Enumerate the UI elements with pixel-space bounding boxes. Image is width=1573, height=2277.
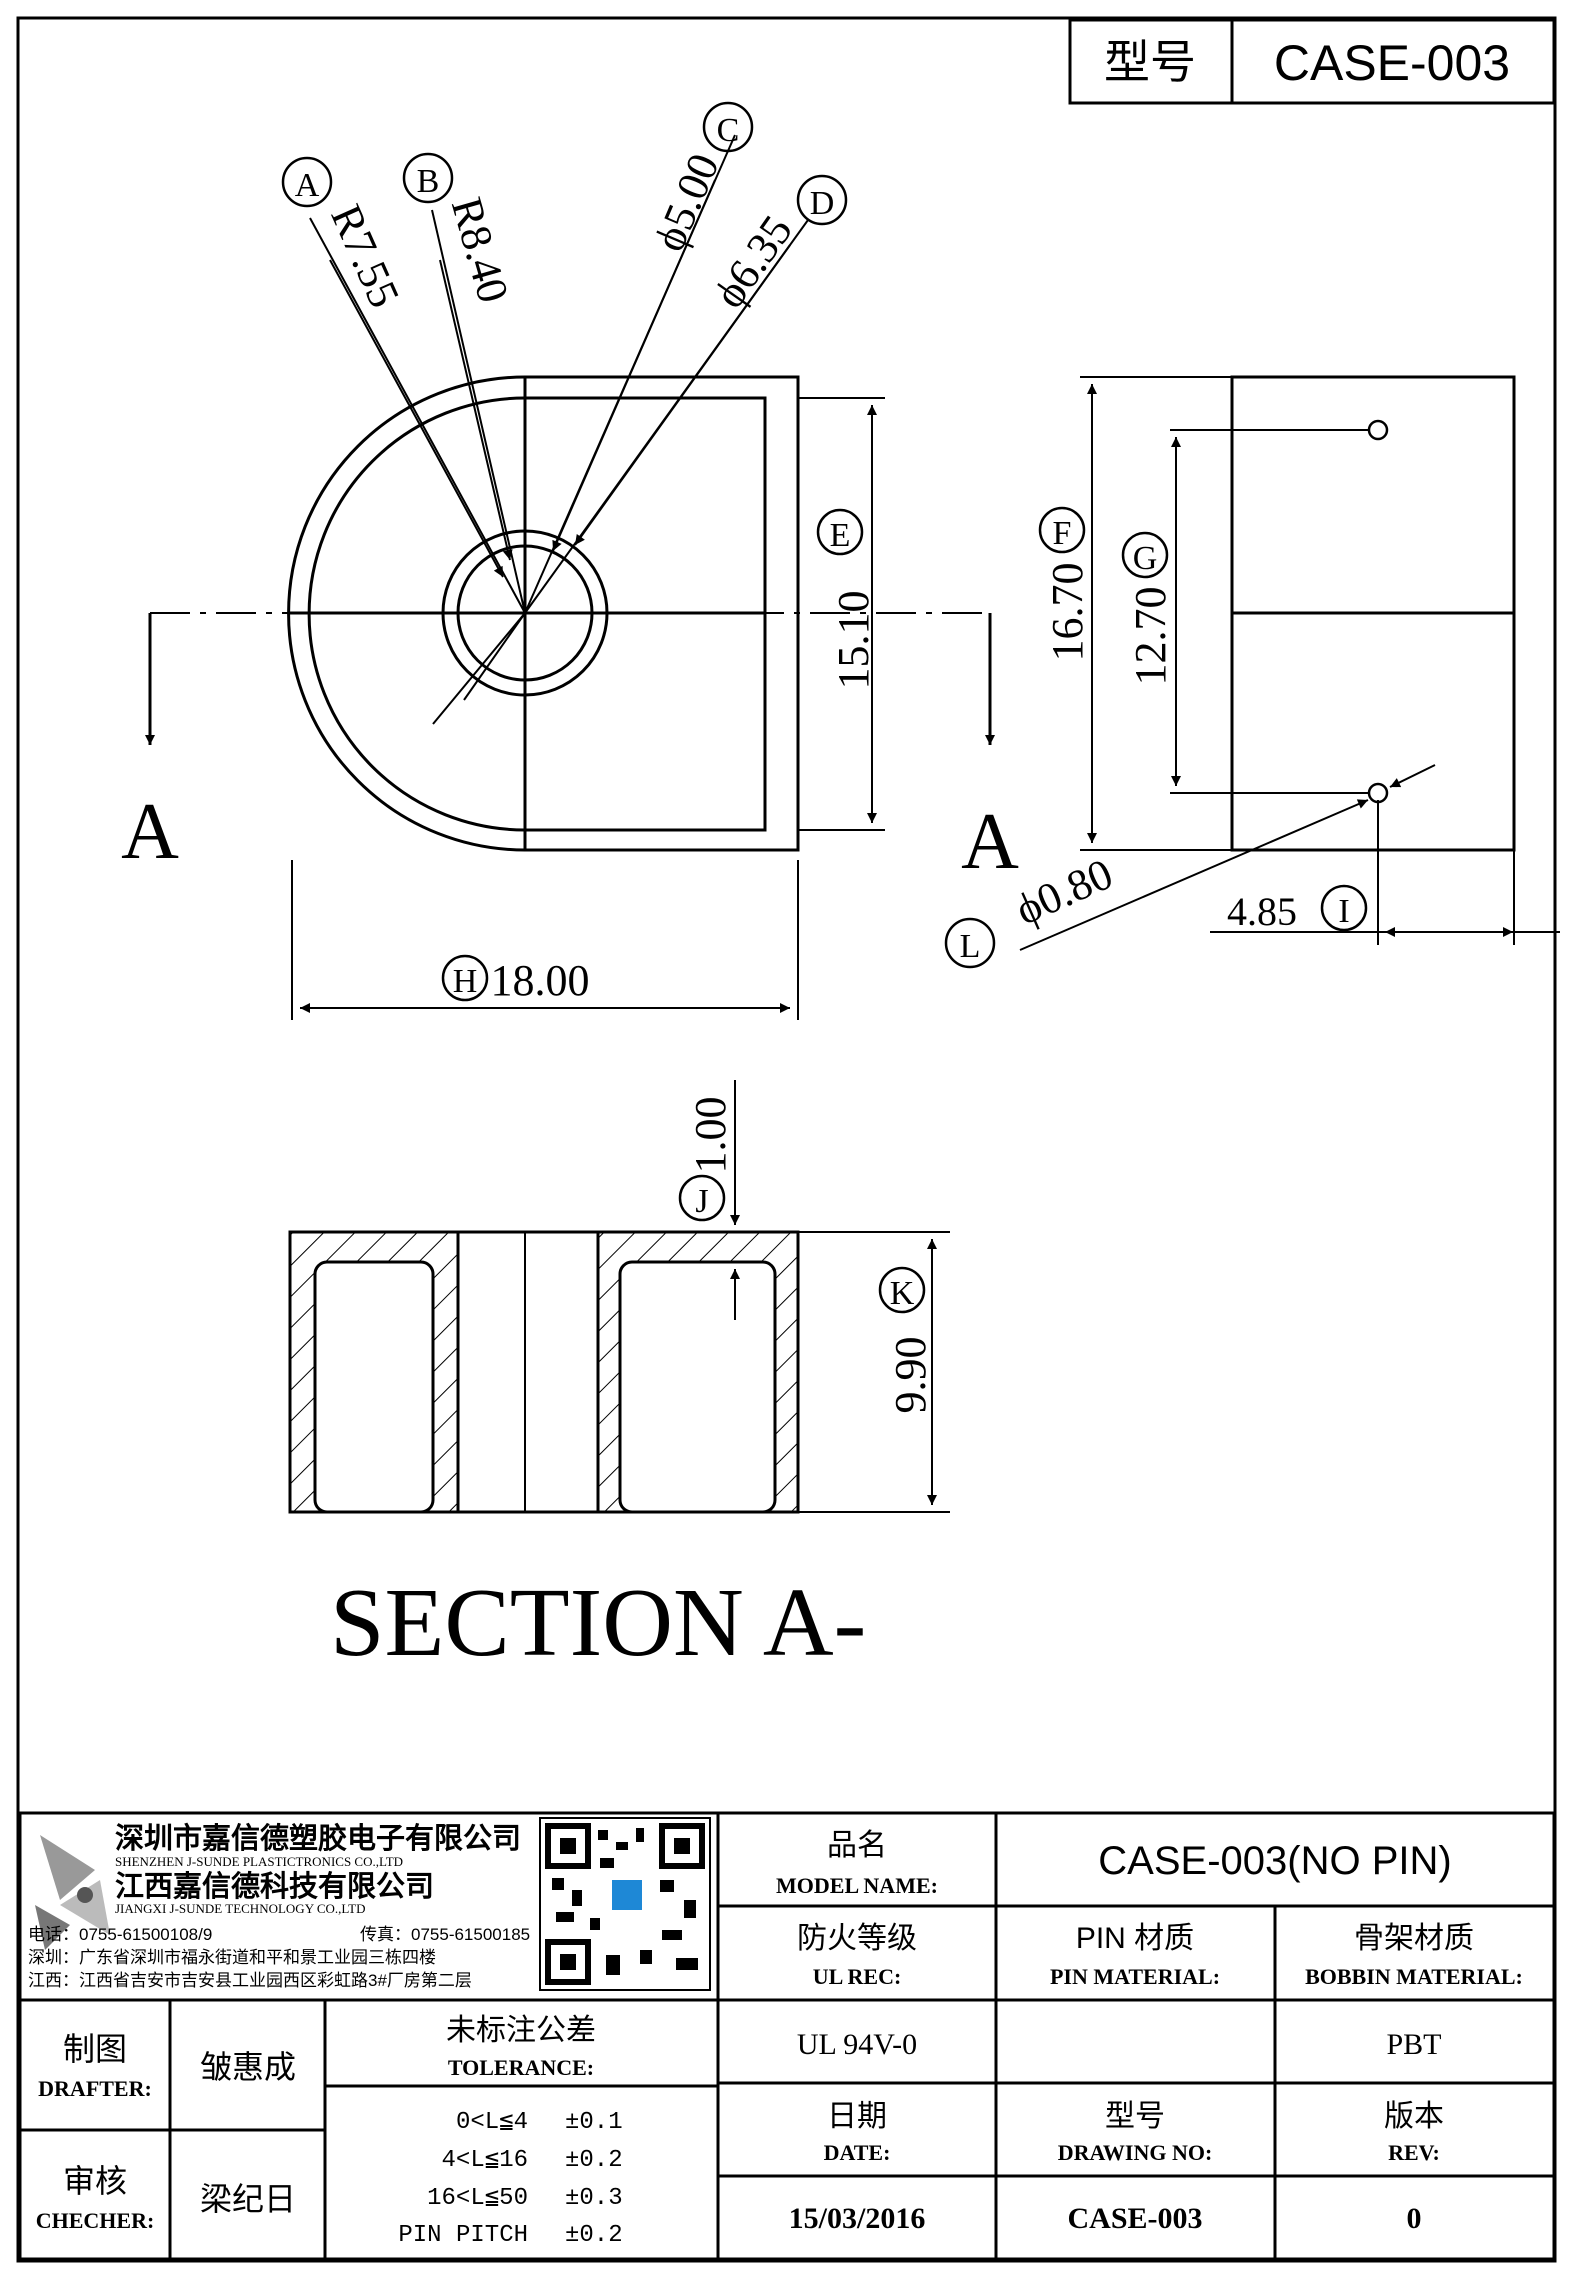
drawing-no-label-en: DRAWING NO: — [1058, 2140, 1213, 2165]
company-logo-icon — [35, 1835, 110, 1950]
dim-K-letter: K — [890, 1275, 915, 1312]
bobbin-material-label-en: BOBBIN MATERIAL: — [1305, 1964, 1523, 1989]
dim-D: D ϕ6.35 — [704, 174, 848, 317]
model-name-label-en: MODEL NAME: — [776, 1873, 938, 1898]
drawing-border — [16, 16, 1557, 2263]
bobbin-material-label-cn: 骨架材质 — [1354, 1922, 1474, 1955]
dim-E-letter: E — [830, 517, 851, 554]
ul-value: UL 94V-0 — [797, 2028, 917, 2061]
dim-J-value: 1.00 — [686, 1097, 735, 1174]
bobbin-material-value: PBT — [1386, 2028, 1441, 2061]
company-block: 深圳市嘉信德塑胶电子有限公司 SHENZHEN J-SUNDE PLASTICT… — [28, 1817, 711, 1991]
company-name-en-1: SHENZHEN J-SUNDE PLASTICTRONICS CO.,LTD — [115, 1854, 403, 1869]
dim-F-value: 16.70 — [1043, 563, 1092, 662]
section-title: SECTION A- — [330, 1569, 866, 1677]
drafter-label-en: DRAFTER: — [38, 2076, 152, 2101]
checker-name: 梁纪日 — [200, 2181, 296, 2217]
top-model-value: CASE-003 — [1274, 35, 1510, 91]
dim-L-value: ϕ0.80 — [1008, 849, 1119, 935]
dim-J: 1.00 J — [678, 1080, 740, 1320]
company-phone: 电话：0755-61500108/9 — [28, 1925, 212, 1944]
dim-F-letter: F — [1053, 515, 1072, 552]
tolerance-range-3: 16<L≦50 — [427, 2185, 528, 2212]
drawing-no-label-cn: 型号 — [1105, 2100, 1165, 2133]
tolerance-value-3: ±0.3 — [565, 2185, 623, 2212]
dim-C: C ϕ5.00 — [645, 101, 754, 258]
model-name-value: CASE-003(NO PIN) — [1098, 1839, 1451, 1883]
tolerance-value-2: ±0.2 — [565, 2147, 623, 2174]
front-view — [150, 134, 990, 852]
company-name-cn-2: 江西嘉信德科技有限公司 — [115, 1870, 434, 1903]
tolerance-value-4: ±0.2 — [565, 2222, 623, 2249]
title-block — [18, 1811, 1556, 2261]
date-label-en: DATE: — [824, 2140, 891, 2165]
rev-value: 0 — [1407, 2202, 1422, 2235]
dim-B-letter: B — [417, 163, 440, 200]
dim-E: 15.10 E — [798, 397, 885, 831]
dim-D-letter: D — [810, 185, 835, 222]
date-value: 15/03/2016 — [789, 2202, 926, 2235]
top-title-box: 型号 CASE-003 — [1068, 18, 1556, 105]
dim-K: K 9.90 — [798, 1231, 950, 1513]
company-fax: 传真：0755-61500185 — [360, 1925, 530, 1944]
dim-K-value: 9.90 — [886, 1337, 935, 1414]
checker-label-cn: 审核 — [63, 2163, 127, 2199]
dim-I: 4.85 I — [1210, 800, 1560, 945]
dim-L: L ϕ0.80 — [944, 764, 1436, 969]
qr-code-icon — [539, 1817, 711, 1991]
dim-I-value: 4.85 — [1227, 889, 1297, 934]
dim-G: G 12.70 — [1121, 437, 1181, 786]
tolerance-label-cn: 未标注公差 — [446, 2014, 596, 2047]
dim-B-value: R8.40 — [442, 192, 518, 308]
company-name-cn-1: 深圳市嘉信德塑胶电子有限公司 — [115, 1821, 521, 1855]
dim-A-letter: A — [295, 167, 320, 204]
drawing-no-value: CASE-003 — [1067, 2202, 1202, 2235]
dim-I-letter: I — [1338, 893, 1349, 930]
drafter-name: 皱惠成 — [200, 2049, 296, 2085]
title-block-text: 品名 MODEL NAME: CASE-003(NO PIN) 防火等级 UL … — [36, 1829, 1523, 2249]
date-label-cn: 日期 — [827, 2100, 887, 2133]
checker-label-en: CHECHER: — [36, 2208, 155, 2233]
front-leaders — [329, 179, 791, 578]
section-marker-left: A — [121, 788, 179, 876]
ul-label-cn: 防火等级 — [797, 1922, 917, 1955]
section-cut-markers: A A — [121, 613, 1019, 886]
dim-H: H 18.00 — [291, 860, 799, 1020]
dim-A-value: R7.55 — [321, 198, 409, 315]
tolerance-range-2: 4<L≦16 — [442, 2147, 528, 2174]
drafter-label-cn: 制图 — [63, 2031, 127, 2067]
company-name-en-2: JIANGXI J-SUNDE TECHNOLOGY CO.,LTD — [115, 1901, 366, 1916]
tolerance-range-4: PIN PITCH — [398, 2222, 528, 2249]
ul-label-en: UL REC: — [813, 1964, 902, 1989]
section-marker-right: A — [961, 798, 1019, 886]
dim-D-value: ϕ6.35 — [704, 207, 802, 317]
model-name-label-cn: 品名 — [827, 1829, 887, 1862]
dim-C-value: ϕ5.00 — [645, 147, 729, 258]
tolerance-range-1: 0<L≦4 — [456, 2109, 528, 2136]
tolerance-label-en: TOLERANCE: — [448, 2055, 594, 2080]
dim-E-value: 15.10 — [829, 591, 878, 690]
tolerance-value-1: ±0.1 — [565, 2109, 623, 2136]
rev-label-cn: 版本 — [1384, 2100, 1444, 2133]
side-view — [1170, 375, 1516, 852]
company-address-jiangxi: 江西：江西省吉安市吉安县工业园西区彩虹路3#厂房第二层 — [28, 1971, 472, 1990]
dim-L-letter: L — [960, 928, 981, 965]
dim-H-letter: H — [453, 963, 478, 1000]
rev-label-en: REV: — [1388, 2140, 1440, 2165]
dim-J-letter: J — [695, 1183, 708, 1220]
dim-C-letter: C — [717, 112, 740, 149]
dim-F: F 16.70 — [1038, 376, 1232, 851]
company-address-shenzhen: 深圳：广东省深圳市福永街道和平和景工业园三栋四楼 — [28, 1948, 436, 1967]
top-model-label: 型号 — [1104, 36, 1196, 88]
dim-G-letter: G — [1133, 540, 1158, 577]
pin-material-label-cn: PIN 材质 — [1076, 1922, 1194, 1955]
dim-B: B R8.40 — [402, 152, 518, 308]
dim-G-value: 12.70 — [1126, 587, 1175, 686]
dim-H-value: 18.00 — [491, 956, 590, 1005]
pin-material-label-en: PIN MATERIAL: — [1050, 1964, 1220, 1989]
section-view — [288, 1230, 800, 1514]
